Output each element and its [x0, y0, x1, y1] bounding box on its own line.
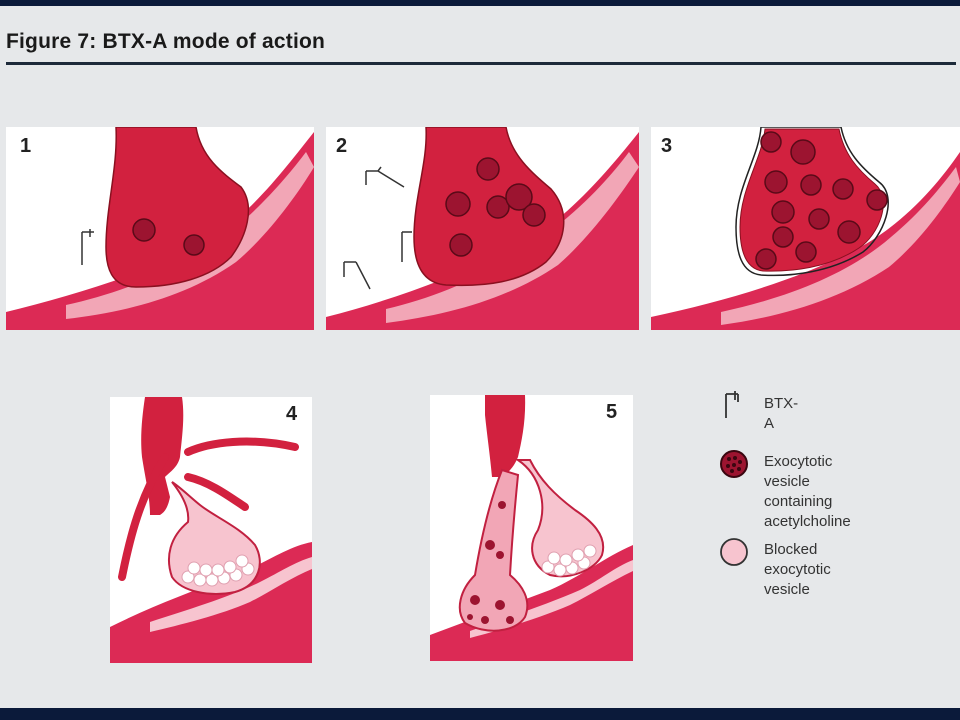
figure-title: Figure 7: BTX-A mode of action — [6, 30, 326, 53]
panel-4: 4 — [110, 397, 312, 663]
top-bar — [0, 0, 960, 6]
legend-label-btx: BTX-A — [764, 395, 799, 432]
panel-1-number: 1 — [20, 135, 32, 157]
bottom-bar — [0, 708, 960, 720]
panel-2-number: 2 — [336, 135, 348, 157]
exocytotic-vesicle-icon — [720, 450, 748, 478]
panel-4-illustration — [110, 397, 312, 663]
panel-3: 3 — [651, 127, 960, 330]
panel-5-number: 5 — [606, 401, 618, 423]
panel-5-blocked-vesicles — [541, 544, 597, 577]
panel-2: 2 — [326, 127, 639, 330]
panel-4-number: 4 — [286, 403, 298, 425]
panel-1: 1 — [6, 127, 314, 330]
legend-item-btx: BTX-A — [716, 388, 798, 432]
panel-5: 5 — [430, 395, 633, 661]
legend-label-blocked: Blocked exocytotic vesicle — [764, 541, 831, 598]
panel-5-vesicles — [467, 501, 514, 624]
panel-2-illustration — [326, 127, 639, 330]
panel-4-blocked-vesicles — [181, 554, 255, 587]
title-divider — [6, 62, 956, 65]
legend-item-blocked: Blocked exocytotic vesicle — [716, 536, 831, 598]
blocked-vesicle-icon — [720, 538, 748, 566]
btx-a-icon — [725, 391, 739, 418]
panel-1-illustration — [6, 127, 314, 330]
legend-item-vesicle: Exocytotic vesicle containing acetylchol… — [716, 448, 851, 530]
panel-3-number: 3 — [661, 135, 673, 157]
legend-label-vesicle: Exocytotic vesicle containing acetylchol… — [764, 453, 851, 530]
panel-3-illustration — [651, 127, 960, 330]
panel-5-illustration — [430, 395, 633, 661]
legend: BTX-A Exocytotic vesicle containing acet… — [716, 388, 946, 598]
